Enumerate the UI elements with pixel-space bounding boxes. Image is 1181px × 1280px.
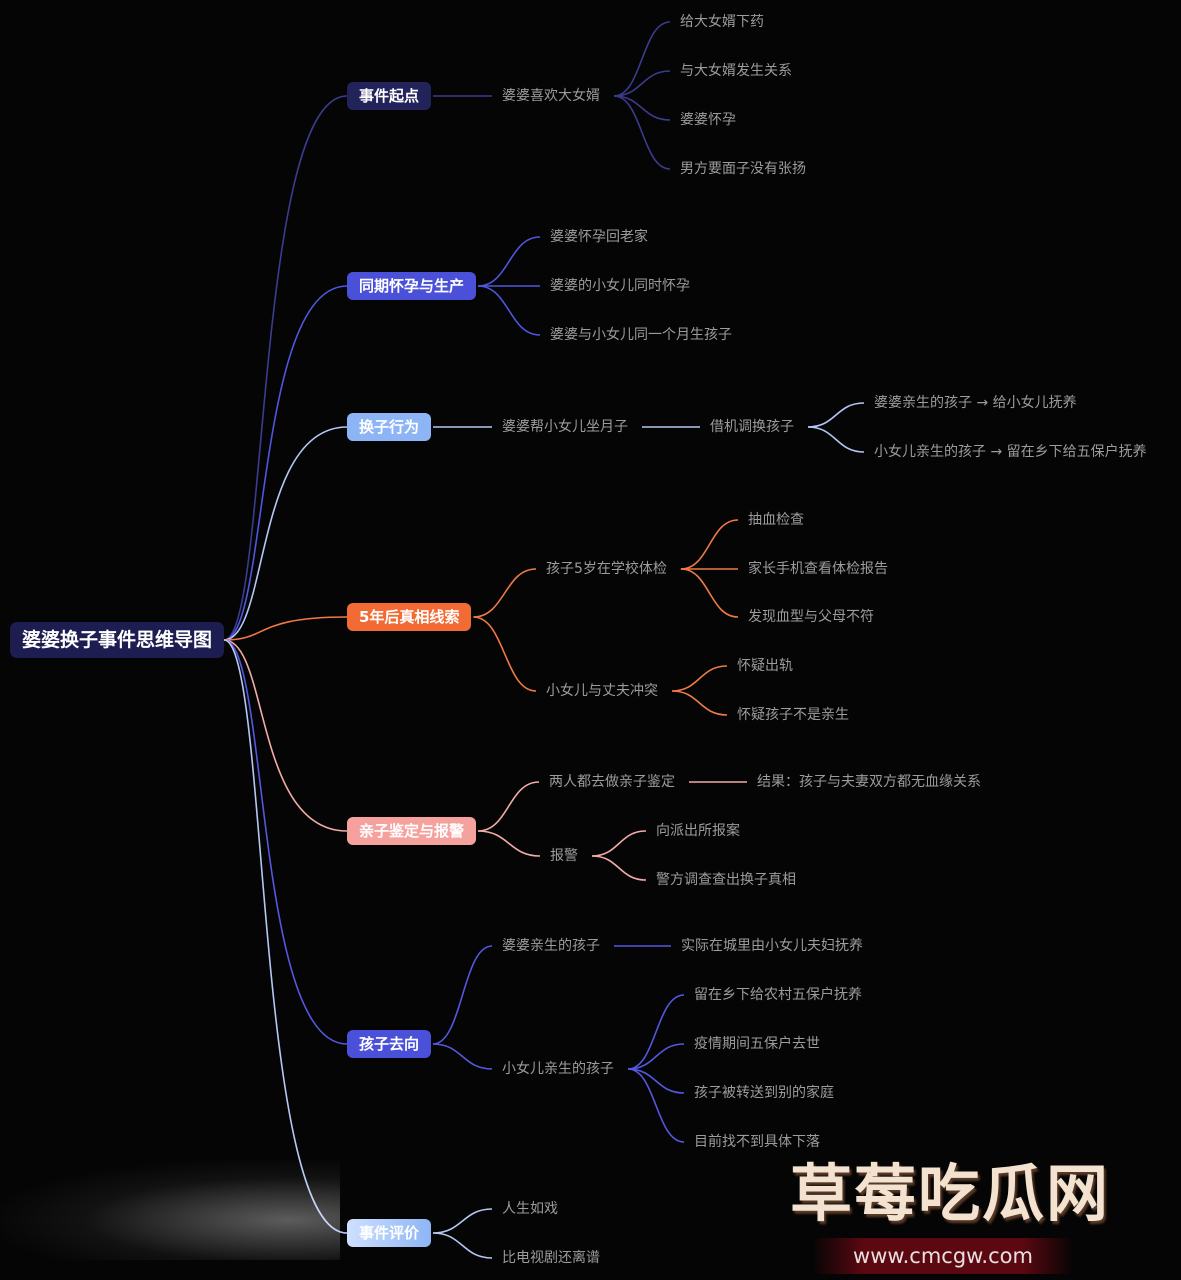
connector-line: [223, 639, 348, 1234]
connector-line: [473, 616, 537, 692]
connector-line: [807, 426, 865, 453]
connector-line: [433, 1043, 493, 1070]
connector-line: [433, 1232, 493, 1259]
topic-node[interactable]: 男方要面子没有张扬: [680, 161, 806, 177]
topic-node[interactable]: 小女儿亲生的孩子: [502, 1061, 614, 1077]
watermark-title: 草莓吃瓜网: [790, 1157, 1111, 1230]
topic-node[interactable]: 婆婆与小女儿同一个月生孩子: [550, 327, 732, 343]
connector-line: [591, 855, 647, 881]
branch-node[interactable]: 同期怀孕与生产: [347, 272, 477, 300]
connector-line: [591, 830, 647, 857]
connector-line: [433, 1208, 493, 1234]
topic-node[interactable]: 婆婆喜欢大女婿: [502, 88, 600, 104]
connector-line: [627, 1043, 685, 1070]
watermark-url: www.cmcgw.com: [853, 1244, 1033, 1268]
connector-line: [224, 616, 348, 641]
topic-node[interactable]: 疫情期间五保户去世: [694, 1036, 820, 1052]
topic-node[interactable]: 婆婆怀孕回老家: [550, 229, 648, 245]
connector-line: [223, 639, 348, 1045]
topic-node[interactable]: 婆婆的小女儿同时怀孕: [550, 278, 690, 294]
connector-line: [432, 945, 493, 1045]
connector-line: [223, 285, 348, 641]
topic-node[interactable]: 与大女婿发生关系: [680, 63, 792, 79]
topic-node[interactable]: 向派出所报案: [656, 823, 740, 839]
topic-node[interactable]: 婆婆亲生的孩子 → 给小女儿抚养: [874, 395, 1077, 411]
connector-line: [613, 95, 671, 170]
topic-node[interactable]: 小女儿亲生的孩子 → 留在乡下给五保户抚养: [874, 444, 1147, 460]
topic-node[interactable]: 小女儿与丈夫冲突: [546, 683, 658, 699]
topic-node[interactable]: 给大女婿下药: [680, 14, 764, 30]
connector-line: [478, 830, 541, 857]
connector-line: [671, 690, 728, 716]
connector-line: [223, 95, 348, 641]
topic-node[interactable]: 留在乡下给农村五保户抚养: [694, 987, 862, 1003]
branch-node[interactable]: 事件评价: [347, 1219, 432, 1247]
topic-node[interactable]: 婆婆亲生的孩子: [502, 938, 600, 954]
connector-line: [477, 285, 541, 336]
watermark-url-band: www.cmcgw.com: [812, 1238, 1074, 1274]
topic-node[interactable]: 结果：孩子与夫妻双方都无血缘关系: [757, 774, 981, 790]
topic-node[interactable]: 比电视剧还离谱: [502, 1250, 600, 1266]
topic-node[interactable]: 婆婆帮小女儿坐月子: [502, 419, 628, 435]
connector-line: [807, 402, 865, 428]
topic-node[interactable]: 借机调换孩子: [710, 419, 794, 435]
topic-node[interactable]: 抽血检查: [748, 512, 804, 528]
branch-node[interactable]: 孩子去向: [347, 1030, 432, 1058]
topic-node[interactable]: 发现血型与父母不符: [748, 609, 874, 625]
branch-node[interactable]: 换子行为: [347, 413, 432, 441]
connector-line: [671, 665, 728, 692]
connector-line: [613, 95, 671, 121]
connector-line: [627, 1068, 685, 1143]
topic-node[interactable]: 两人都去做亲子鉴定: [549, 774, 675, 790]
topic-node[interactable]: 人生如戏: [502, 1201, 558, 1217]
topic-node[interactable]: 报警: [550, 848, 578, 864]
topic-node[interactable]: 怀疑孩子不是亲生: [737, 707, 849, 723]
topic-node[interactable]: 孩子5岁在学校体检: [546, 561, 667, 577]
branch-node[interactable]: 事件起点: [347, 82, 432, 110]
connector-line: [613, 70, 671, 97]
connector-line: [473, 568, 537, 618]
topic-node[interactable]: 孩子被转送到别的家庭: [694, 1085, 834, 1101]
topic-node[interactable]: 怀疑出轨: [737, 658, 793, 674]
connector-line: [680, 568, 739, 618]
root-node[interactable]: 婆婆换子事件思维导图: [10, 622, 225, 658]
connector-line: [477, 781, 540, 832]
connector-line: [680, 519, 739, 570]
branch-node[interactable]: 亲子鉴定与报警: [347, 817, 477, 845]
connector-line: [613, 21, 671, 97]
topic-node[interactable]: 目前找不到具体下落: [694, 1134, 820, 1150]
connector-line: [223, 639, 348, 832]
topic-node[interactable]: 婆婆怀孕: [680, 112, 736, 128]
connector-line: [223, 426, 348, 641]
topic-node[interactable]: 实际在城里由小女儿夫妇抚养: [681, 938, 863, 954]
branch-node[interactable]: 5年后真相线索: [347, 603, 472, 631]
connector-line: [477, 236, 541, 287]
connector-line: [627, 1068, 685, 1094]
light-glare: [0, 1160, 340, 1260]
connector-line: [627, 994, 685, 1070]
topic-node[interactable]: 警方调查查出换子真相: [656, 872, 796, 888]
topic-node[interactable]: 家长手机查看体检报告: [748, 561, 888, 577]
